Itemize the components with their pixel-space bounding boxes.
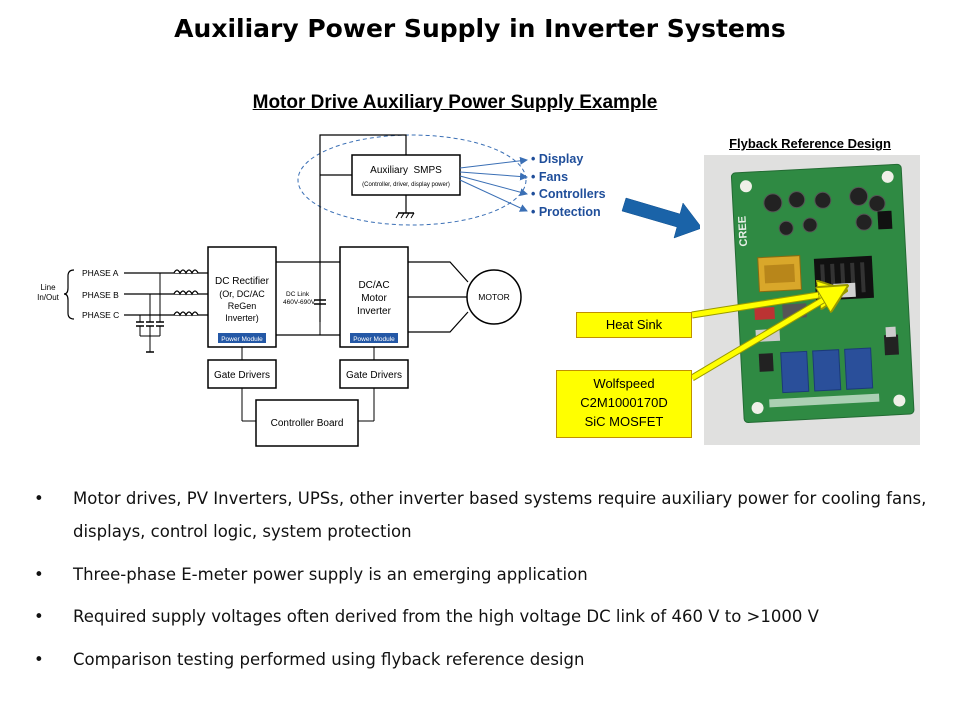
filter-capacitors <box>136 321 164 327</box>
phase-c-label: PHASE C <box>82 310 119 320</box>
aux-smps-subtitle: (Controller, driver, display power) <box>362 182 450 188</box>
inductor-b <box>173 290 199 296</box>
motor-drive-diagram: Auxiliary SMPS (Controller, driver, disp… <box>37 134 700 447</box>
power-module-left-label: Power Module <box>221 336 263 343</box>
dc-rectifier-box <box>207 246 277 348</box>
phase-a-label: PHASE A <box>82 268 119 278</box>
gate-drivers-right-label: Gate Drivers <box>346 370 402 381</box>
photo-caption: Flyback Reference Design <box>729 136 891 151</box>
bullet-list: •Motor drives, PV Inverters, UPSs, other… <box>30 482 940 676</box>
dcac-line1: DC/AC <box>358 280 389 291</box>
line-brace <box>63 269 75 320</box>
mosfet-callout: Wolfspeed C2M1000170D SiC MOSFET <box>556 370 692 438</box>
phase-b-label: PHASE B <box>82 290 119 300</box>
dcac-line2: Motor <box>361 293 387 304</box>
line-label-2: In/Out <box>37 293 60 302</box>
electrolytic-capacitors <box>763 186 886 236</box>
dc-link-label: DC Link <box>286 291 310 298</box>
dcac-line3: Inverter <box>357 306 392 317</box>
heat-sink-part <box>813 255 874 301</box>
power-module-left <box>218 333 266 343</box>
load-display: • Display <box>531 152 583 166</box>
load-controllers: • Controllers <box>531 187 606 201</box>
bullet-item: •Three-phase E-meter power supply is an … <box>34 565 588 584</box>
inductor-a <box>173 269 199 275</box>
flyback-board-photo: CREE <box>704 155 920 445</box>
x-capacitors <box>780 347 874 394</box>
controller-board-box <box>255 399 359 447</box>
cree-logo: CREE <box>737 216 751 247</box>
motor-circle <box>466 269 522 325</box>
bullet-text-1: Motor drives, PV Inverters, UPSs, other … <box>73 489 927 541</box>
blue-arrow <box>621 197 700 239</box>
bullet-text-2: Three-phase E-meter power supply is an e… <box>73 565 588 584</box>
dc-rectifier-line4: Inverter) <box>225 313 259 323</box>
motor-label: MOTOR <box>478 292 509 302</box>
gate-drivers-left-label: Gate Drivers <box>214 370 270 381</box>
dc-link-voltage: 460V-690V <box>283 299 316 306</box>
load-protection: • Protection <box>531 205 601 219</box>
power-module-right-label: Power Module <box>353 336 395 343</box>
bullet-item: •Required supply voltages often derived … <box>34 607 819 626</box>
bullet-item: •Motor drives, PV Inverters, UPSs, other… <box>34 489 927 541</box>
mosfet-callout-line2: C2M1000170D <box>580 395 668 410</box>
power-module-right <box>350 333 398 343</box>
dc-rectifier-line2: (Or, DC/AC <box>219 289 265 299</box>
inductor-c <box>173 311 199 317</box>
mosfet-callout-line3: SiC MOSFET <box>584 414 664 429</box>
dc-rectifier-line1: DC Rectifier <box>215 276 270 287</box>
bullet-text-3: Required supply voltages often derived f… <box>73 607 819 626</box>
slide-subtitle: Motor Drive Auxiliary Power Supply Examp… <box>252 92 658 113</box>
load-fans: • Fans <box>531 170 568 184</box>
controller-board-label: Controller Board <box>271 418 344 429</box>
mosfet-callout-line1: Wolfspeed <box>593 376 655 391</box>
line-label-1: Line <box>40 283 56 292</box>
bullet-item: •Comparison testing performed using flyb… <box>34 650 585 669</box>
bullet-text-4: Comparison testing performed using flyba… <box>73 650 585 669</box>
slide-title: Auxiliary Power Supply in Inverter Syste… <box>174 14 786 43</box>
aux-smps-title: Auxiliary SMPS <box>370 165 442 176</box>
heat-sink-callout: Heat Sink <box>576 312 692 338</box>
heat-sink-callout-text: Heat Sink <box>605 317 663 332</box>
dc-rectifier-line3: ReGen <box>228 301 257 311</box>
